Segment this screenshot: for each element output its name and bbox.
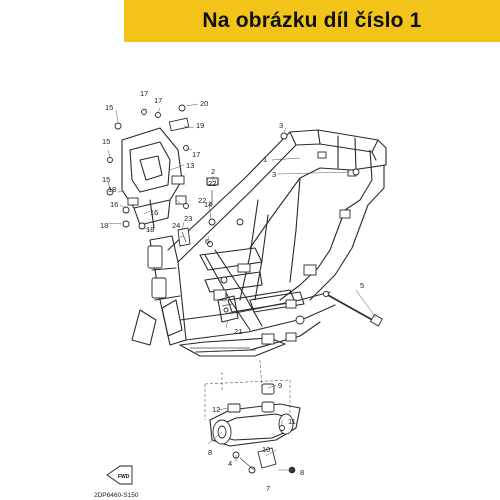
callout-7: 7 [266,484,270,493]
callout-16b: 16 [150,208,158,217]
part-5-long-bolt [323,291,383,327]
callout-18b: 18 [100,221,108,230]
part-2-stay [206,177,219,205]
drawing-code: 2DP6460-S150 [94,492,139,499]
callout-10: 10 [262,445,270,454]
callout-1: 1 [263,155,267,164]
callout-20: 20 [200,99,208,108]
callout-15c: 15 [102,175,110,184]
callout-11: 11 [288,417,296,426]
callout-3a: 3 [279,121,283,130]
callout-5: 5 [360,281,364,290]
part-21-bracket [217,295,239,323]
callout-15b: 15 [102,137,110,146]
callout-22b: 22 [198,196,206,205]
callout-6: 6 [205,237,209,246]
fwd-label: FWD [118,474,130,480]
callout-13: 13 [186,161,194,170]
callout-numbers: 1 2 3 3 4 5 6 7 8 8 9 10 11 12 13 14 15 … [100,89,364,493]
callout-21: 21 [234,327,242,336]
callout-17c: 17 [192,150,200,159]
callout-4: 4 [228,459,232,468]
callout-17b: 17 [154,96,162,105]
callout-3b: 3 [272,170,276,179]
callout-18a: 18 [108,185,116,194]
callout-22a: 22 [208,179,216,188]
callout-23: 23 [184,214,192,223]
callout-18c: 18 [146,225,154,234]
banner-text: Na obrázku díl číslo 1 [202,9,422,32]
callout-24: 24 [172,221,180,230]
callout-15a: 15 [105,103,113,112]
callout-12: 12 [212,405,220,414]
callout-9: 9 [278,381,282,390]
callout-19: 19 [196,121,204,130]
leader-lines [107,103,377,471]
part-number-banner: Na obrázku díl číslo 1 [124,0,500,42]
main-frame-drawing [131,129,387,357]
callout-8a: 8 [208,448,212,457]
callout-14: 14 [204,200,212,209]
engine-mount-assembly [204,359,301,474]
callout-8b: 8 [300,468,304,477]
callout-2: 2 [211,167,215,176]
front-bracket-assembly [106,104,360,247]
callout-16a: 16 [110,200,118,209]
forward-arrow-icon: FWD [106,465,133,485]
callout-17a: 17 [140,89,148,98]
